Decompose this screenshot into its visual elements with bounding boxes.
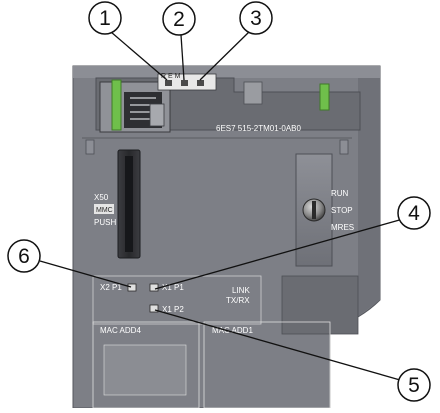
- connector-tab: [149, 103, 165, 127]
- callout-6-number: 6: [18, 245, 30, 268]
- led-x1p2: [149, 304, 159, 313]
- small-clip-right: [339, 139, 349, 155]
- port-x1p2-label: X1 P2: [162, 305, 184, 314]
- small-block: [243, 81, 263, 105]
- callout-5: 5: [397, 368, 431, 402]
- leader-3: [199, 30, 251, 81]
- mode-run-label: RUN: [331, 189, 349, 198]
- leader-4: [154, 218, 404, 290]
- mac-right-label: MAC ADD1: [212, 326, 253, 335]
- leader-6: [39, 260, 132, 288]
- housing-top-edge: [73, 66, 380, 78]
- led-x1p1: [149, 283, 159, 292]
- latch-green: [111, 79, 122, 131]
- port-led-box: [92, 275, 262, 325]
- mode-switch-slot: [312, 201, 316, 219]
- port-x1p1-label: X1 P1: [162, 283, 184, 292]
- callout-2: 2: [162, 2, 196, 36]
- callout-4-number: 4: [408, 202, 420, 225]
- link-label: LINK: [232, 286, 250, 295]
- leader-2: [180, 34, 185, 81]
- callout-3-number: 3: [250, 7, 262, 30]
- leader-5: [154, 309, 401, 381]
- mmc-label: MMC: [96, 207, 113, 214]
- led-x2p1: [127, 283, 137, 292]
- callout-1: 1: [88, 1, 122, 35]
- mode-mres-label: MRES: [331, 223, 354, 232]
- led-maint: [197, 80, 204, 86]
- callout-1-number: 1: [99, 7, 111, 30]
- order-number: 6ES7 515-2TM01-0AB0: [216, 124, 301, 133]
- port-x2p1-label: X2 P1: [100, 283, 122, 292]
- port-housing: [281, 275, 359, 335]
- x50-label: X50: [94, 193, 109, 202]
- callout-3: 3: [239, 1, 273, 35]
- mode-stop-label: STOP: [331, 206, 353, 215]
- push-label: PUSH: [94, 218, 116, 227]
- led-run: [165, 80, 172, 86]
- callout-4: 4: [397, 196, 431, 230]
- callout-5-number: 5: [408, 374, 420, 397]
- memory-card-slot-inner: [125, 156, 133, 252]
- leader-1: [110, 31, 168, 81]
- callout-2-number: 2: [173, 8, 185, 31]
- txrx-label: TX/RX: [226, 296, 250, 305]
- mac-left-sticker: [103, 344, 187, 396]
- status-led-label: R E M: [161, 73, 181, 80]
- mac-left-label: MAC ADD4: [100, 326, 141, 335]
- callout-6: 6: [7, 239, 41, 273]
- mmc-badge: [94, 204, 114, 214]
- small-clip-left: [85, 139, 95, 155]
- latch-green-right: [319, 83, 330, 111]
- led-error: [181, 80, 188, 86]
- housing-side-strip: [358, 66, 380, 316]
- leader-lines: [39, 30, 404, 381]
